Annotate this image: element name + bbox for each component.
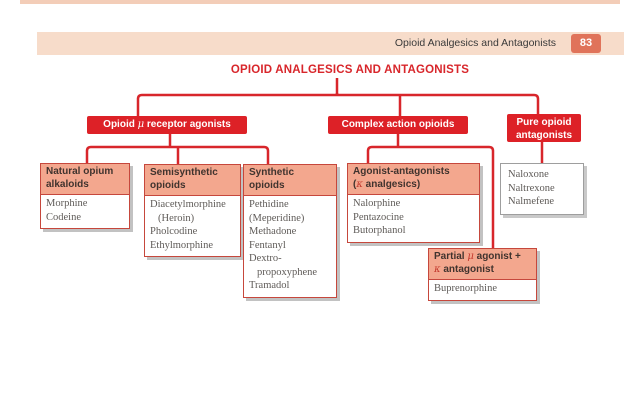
drug-item: (Meperidine) bbox=[249, 212, 305, 224]
box-body: Nalorphine Pentazocine Butorphanol bbox=[348, 195, 479, 242]
drug-item: Fentanyl bbox=[249, 239, 286, 251]
box-body: Morphine Codeine bbox=[41, 195, 129, 228]
drug-item: Morphine bbox=[46, 198, 88, 209]
drug-item: Buprenorphine bbox=[434, 283, 497, 294]
label-line1: Pure opioid bbox=[516, 117, 572, 128]
drug-item: Nalorphine bbox=[353, 198, 401, 209]
drug-item: Pholcodine bbox=[150, 226, 198, 237]
node-pure-opioid-antagonists: Pure opioid antagonists bbox=[507, 114, 581, 142]
main-bracket bbox=[136, 93, 540, 116]
box-header: Synthetic opioids bbox=[244, 165, 336, 196]
drug-item: Pethidine bbox=[249, 199, 289, 210]
drug-item: Methadone bbox=[249, 226, 297, 237]
label-pre: Opioid bbox=[103, 119, 138, 130]
complex-bracket bbox=[366, 134, 495, 249]
kappa-symbol: κ bbox=[356, 178, 363, 190]
page-header-band: Opioid Analgesics and Antagonists 83 bbox=[37, 32, 624, 55]
header-line2: κ antagonist bbox=[434, 264, 531, 277]
header-line2: opioids bbox=[249, 179, 285, 191]
header-line2-rest: analgesics) bbox=[362, 178, 421, 190]
mu-symbol: μ bbox=[467, 251, 474, 262]
node-semisynthetic-opioids: Semisynthetic opioids Diacetylmorphine (… bbox=[144, 164, 241, 257]
header-line1-rest: agonist + bbox=[473, 251, 521, 262]
box-header: Agonist-antagonists (κ analgesics) bbox=[348, 164, 479, 195]
drug-item: Pentazocine bbox=[353, 211, 404, 223]
node-complex-action-opioids: Complex action opioids bbox=[328, 116, 468, 134]
box-body: Diacetylmorphine (Heroin) Pholcodine Eth… bbox=[145, 196, 240, 256]
node-partial-mu-agonist-kappa-antagonist: Partial μ agonist + κ antagonist Bupreno… bbox=[428, 248, 537, 301]
drug-item: Diacetylmorphine bbox=[150, 199, 226, 210]
kappa-symbol: κ bbox=[434, 263, 441, 275]
header-line1: Semisynthetic bbox=[150, 167, 218, 178]
header-line1: Synthetic bbox=[249, 167, 295, 178]
drug-item: Dextro- bbox=[249, 253, 282, 264]
drug-item: Naltrexone bbox=[508, 182, 555, 194]
drug-item: Butorphanol bbox=[353, 225, 406, 236]
node-opioid-mu-receptor-agonists: Opioid μ receptor agonists bbox=[87, 116, 247, 134]
label-line2: antagonists bbox=[515, 130, 573, 141]
top-accent-strip bbox=[20, 0, 620, 4]
box-body: Pethidine (Meperidine) Methadone Fentany… bbox=[244, 196, 336, 297]
drug-item: Naloxone bbox=[508, 169, 549, 180]
page-number-badge: 83 bbox=[571, 34, 601, 53]
header-line2: opioids bbox=[150, 179, 186, 191]
paren: ( bbox=[353, 178, 357, 190]
drug-item: Codeine bbox=[46, 211, 81, 223]
header-line1: Agonist-antagonists bbox=[353, 166, 450, 177]
header-line1: Partial μ agonist + bbox=[434, 251, 531, 264]
mu-agonists-bracket bbox=[85, 134, 270, 164]
box-body: Naloxone Naltrexone Nalmefene bbox=[501, 164, 583, 214]
label-post: receptor agonists bbox=[144, 119, 231, 130]
node-natural-opium-alkaloids: Natural opium alkaloids Morphine Codeine bbox=[40, 163, 130, 229]
mu-symbol: μ bbox=[137, 119, 145, 130]
node-agonist-antagonists: Agonist-antagonists (κ analgesics) Nalor… bbox=[347, 163, 480, 243]
header-line1: Natural opium bbox=[46, 166, 114, 177]
running-head: Opioid Analgesics and Antagonists bbox=[394, 37, 556, 49]
drug-item: Ethylmorphine bbox=[150, 239, 213, 251]
header-line1-pre: Partial bbox=[434, 251, 468, 262]
box-body: Buprenorphine bbox=[429, 280, 536, 300]
node-pure-antagonist-drugs: Naloxone Naltrexone Nalmefene bbox=[500, 163, 584, 215]
node-synthetic-opioids: Synthetic opioids Pethidine (Meperidine)… bbox=[243, 164, 337, 298]
box-header: Semisynthetic opioids bbox=[145, 165, 240, 196]
box-header: Natural opium alkaloids bbox=[41, 164, 129, 195]
drug-item: Nalmefene bbox=[508, 196, 555, 207]
header-line2: alkaloids bbox=[46, 178, 89, 190]
drug-item: Tramadol bbox=[249, 280, 290, 291]
box-header: Partial μ agonist + κ antagonist bbox=[429, 249, 536, 280]
diagram-title: OPIOID ANALGESICS AND ANTAGONISTS bbox=[230, 64, 470, 76]
header-line2-rest: antagonist bbox=[440, 263, 494, 275]
drug-item: propoxyphene bbox=[257, 266, 318, 278]
header-line2: (κ analgesics) bbox=[353, 179, 474, 192]
drug-item: (Heroin) bbox=[158, 212, 195, 224]
